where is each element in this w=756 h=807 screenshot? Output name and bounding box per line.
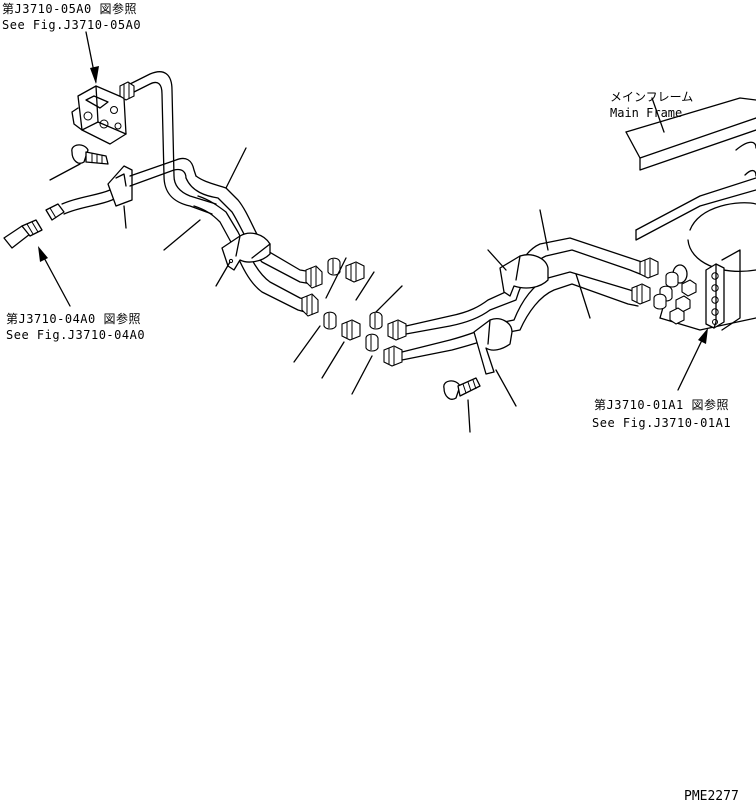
callout-main-block-en: See Fig.J3710-01A1 (592, 416, 732, 430)
clamp-middle-right (499, 254, 549, 297)
leader-lines (49, 97, 665, 433)
connector-block (705, 263, 725, 329)
fittings-right (631, 257, 697, 325)
leader-arrow-main-block (677, 335, 705, 391)
arrowhead-main-block (698, 328, 708, 344)
tube-left-upper (129, 157, 197, 187)
callout-pilot-valve-en: See Fig.J3710-05A0 (2, 18, 142, 32)
arrowhead-pilot-valve (90, 66, 99, 84)
callout-main-block-ja: 第J3710-01A1 図参照 (594, 398, 729, 412)
upper-tube-loop (119, 71, 217, 215)
clamp-middle-left (221, 232, 271, 271)
main-frame-outline (625, 97, 756, 331)
callout-pilot-valve-ja: 第J3710-05A0 図参照 (2, 2, 137, 16)
drawing-code: PME2277 (684, 789, 739, 804)
callout-left-hose-ja: 第J3710-04A0 図参照 (6, 312, 141, 326)
pilot-valve (71, 85, 127, 145)
main-frame-label-en: Main Frame (610, 106, 683, 120)
bolt-left (71, 144, 109, 165)
callout-left-hose-en: See Fig.J3710-04A0 (6, 328, 146, 342)
leader-arrow-left-hose (41, 253, 71, 307)
left-hose-fitting (3, 183, 125, 249)
bolt-center (443, 377, 481, 400)
main-frame-label-ja: メインフレーム (610, 90, 694, 104)
clamp-lower (473, 318, 513, 375)
fittings-center (301, 257, 407, 367)
arrowhead-left-hose (38, 246, 48, 262)
